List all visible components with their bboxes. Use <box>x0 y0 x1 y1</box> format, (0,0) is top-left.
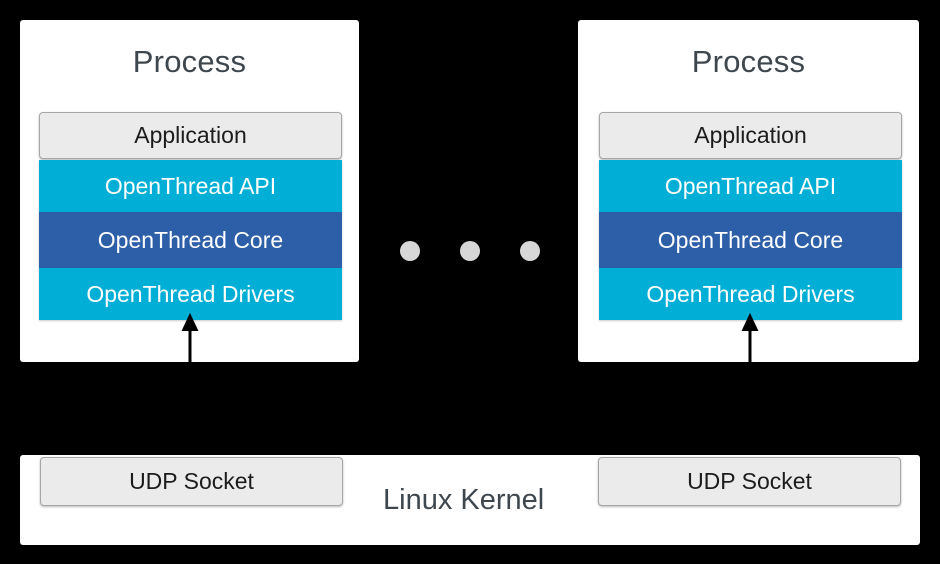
layer-application-right: Application <box>599 112 902 159</box>
layer-openthread-core-left: OpenThread Core <box>39 212 342 268</box>
layer-label: OpenThread Core <box>657 226 844 253</box>
layer-label: OpenThread Core <box>97 226 284 253</box>
udp-socket-to-drivers-arrow-right <box>741 313 759 368</box>
layer-openthread-core-right: OpenThread Core <box>599 212 902 268</box>
more-processes-dot-2 <box>460 241 480 261</box>
udp-socket-label: UDP Socket <box>687 468 812 494</box>
kernel-card: UDP Socket Linux Kernel UDP Socket <box>20 455 920 545</box>
layer-openthread-drivers-right: OpenThread Drivers <box>599 268 902 320</box>
process-title-right: Process <box>691 44 806 79</box>
udp-socket-to-drivers-arrow-left <box>181 313 199 368</box>
layer-label: OpenThread API <box>664 172 837 199</box>
process-card-left: Process Application OpenThread API OpenT… <box>20 20 359 362</box>
layer-label: OpenThread Drivers <box>646 280 855 307</box>
process-card-right: Process Application OpenThread API OpenT… <box>578 20 919 362</box>
layer-openthread-api-right: OpenThread API <box>599 160 902 212</box>
udp-socket-left: UDP Socket <box>40 457 343 506</box>
more-processes-dot-1 <box>400 241 420 261</box>
layer-label: OpenThread Drivers <box>86 280 295 307</box>
more-processes-dot-3 <box>520 241 540 261</box>
layer-openthread-api-left: OpenThread API <box>39 160 342 212</box>
layer-label: Application <box>134 122 247 148</box>
process-title-left: Process <box>132 44 247 79</box>
udp-socket-label: UDP Socket <box>129 468 254 494</box>
udp-socket-right: UDP Socket <box>598 457 901 506</box>
layer-label: Application <box>694 122 807 148</box>
layer-openthread-drivers-left: OpenThread Drivers <box>39 268 342 320</box>
layer-application-left: Application <box>39 112 342 159</box>
layer-label: OpenThread API <box>104 172 277 199</box>
kernel-title: Linux Kernel <box>383 484 545 516</box>
